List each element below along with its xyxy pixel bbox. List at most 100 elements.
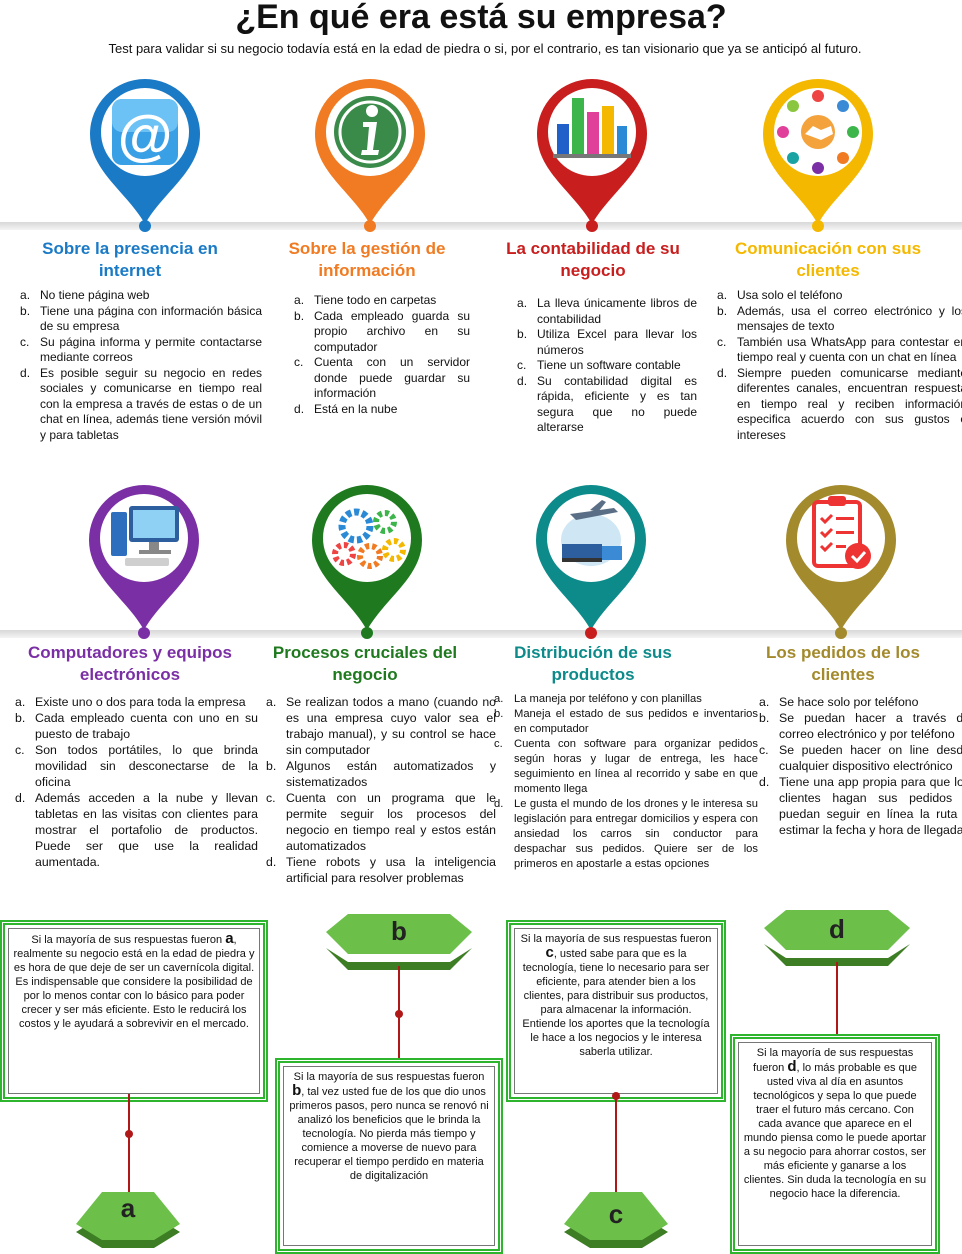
section-title-comunicacion: Comunicación con sus clientes	[734, 239, 922, 280]
timeline-dot-internet	[139, 220, 151, 232]
handshake-network-icon	[777, 90, 859, 174]
list-item: Tiene un software contable	[517, 358, 681, 373]
list-item: Se hace solo por teléfono	[759, 694, 919, 710]
result-text: , tal vez usted fue de los que dio unos …	[289, 1086, 489, 1182]
section-list-comunicacion: Usa solo el teléfono Además, usa el corr…	[717, 288, 962, 443]
list-item: Siempre pueden comunicarse mediante dife…	[717, 365, 962, 442]
pin-marker-comunicacion	[763, 79, 873, 224]
connector-line-a	[128, 1094, 130, 1194]
list-item: La maneja por teléfono y con planillas	[494, 692, 702, 707]
result-letter: b	[391, 916, 407, 946]
timeline-dot-procesos	[361, 627, 373, 639]
list-item: También usa WhatsApp para contestar en t…	[717, 334, 962, 365]
section-title-internet: Sobre la presencia en internet	[42, 239, 218, 280]
result-letter-inline: d	[787, 1058, 797, 1075]
list-item: Está en la nube	[294, 401, 398, 417]
hexagon-label-b: b	[326, 914, 472, 970]
list-item: Cuenta con un servidor donde puede guard…	[294, 355, 470, 400]
pin-marker-procesos	[312, 485, 422, 630]
section-title-informacion: Sobre la gestión de información	[288, 239, 446, 280]
timeline-dot-contabilidad	[586, 220, 598, 232]
pin-marker-informacion	[315, 79, 425, 224]
timeline-dot-informacion	[364, 220, 376, 232]
list-item: Tiene una app propia para que los client…	[759, 774, 962, 837]
connector-knot-a	[125, 1130, 133, 1138]
list-item: Utiliza Excel para llevar los números	[517, 327, 697, 357]
bar-chart-icon	[553, 98, 631, 158]
gears-icon	[332, 508, 406, 569]
pin-marker-computadores	[89, 485, 199, 630]
section-list-computadores: Existe uno o dos para toda la empresa Ca…	[15, 694, 258, 870]
hexagon-label-d: d	[764, 910, 910, 966]
list-item: Tiene robots y usa la inteligencia artif…	[266, 854, 496, 885]
list-item: Cuenta con software para organizar pedid…	[494, 737, 758, 795]
result-letter: a	[121, 1193, 136, 1223]
list-item: Se realizan todos a mano (cuando no es u…	[266, 694, 496, 757]
result-box-c: Si la mayoría de sus respuestas fueron c…	[514, 928, 718, 1094]
timeline-dot-computadores	[138, 627, 150, 639]
result-letter-inline: a	[225, 930, 234, 947]
hexagon-label-a: a	[76, 1192, 180, 1248]
connector-line-c	[615, 1094, 617, 1192]
connector-knot-c	[612, 1092, 620, 1100]
result-letter: c	[609, 1199, 623, 1229]
section-list-procesos: Se realizan todos a mano (cuando no es u…	[266, 694, 496, 886]
svg-text:@: @	[118, 103, 173, 166]
timeline-dot-distribucion	[585, 627, 597, 639]
result-text: Si la mayoría de sus respuestas fueron	[31, 934, 223, 946]
list-item: Además, usa el correo electrónico y los …	[717, 303, 962, 334]
timeline-dot-pedidos	[835, 627, 847, 639]
list-item: Algunos están automatizados y sistematiz…	[266, 758, 496, 789]
result-letter-inline: c	[545, 944, 554, 961]
connector-knot-d	[833, 1036, 841, 1044]
pin-marker-contabilidad	[537, 79, 647, 224]
connector-line-d	[836, 962, 838, 1042]
section-title-contabilidad: La contabilidad de su negocio	[506, 239, 680, 280]
list-item: Cada empleado cuenta con uno en su puest…	[15, 710, 258, 741]
list-item: Existe uno o dos para toda la empresa	[15, 694, 246, 710]
checklist-icon	[812, 496, 871, 569]
timeline-dot-comunicacion	[812, 220, 824, 232]
result-box-b: Si la mayoría de sus respuestas fueron b…	[283, 1066, 495, 1246]
at-sign-icon: @	[112, 99, 178, 166]
list-item: Se pueden hacer on line desde cualquier …	[759, 742, 962, 773]
result-letter: d	[829, 914, 845, 944]
pin-marker-internet: @	[90, 79, 200, 224]
result-text: , realmente su negocio está en la edad d…	[13, 934, 255, 1030]
section-list-distribucion: La maneja por teléfono y con planillas M…	[494, 692, 758, 872]
result-text: Si la mayoría de sus respuestas fueron	[753, 1047, 914, 1074]
list-item: Cuenta con un programa que le permite se…	[266, 790, 496, 853]
info-icon	[334, 96, 406, 168]
computer-icon	[111, 506, 179, 566]
list-item: La lleva únicamente libros de contabilid…	[517, 296, 697, 326]
section-list-informacion: Tiene todo en carpetas Cada empleado gua…	[294, 293, 470, 417]
hexagon-label-c: c	[564, 1192, 668, 1248]
section-title-procesos: Procesos cruciales del negocio	[272, 643, 458, 684]
section-title-pedidos: Los pedidos de los clientes	[766, 643, 920, 684]
list-item: Le gusta el mundo de los drones y le int…	[494, 797, 758, 870]
result-box-a: Si la mayoría de sus respuestas fueron a…	[8, 928, 260, 1094]
list-item: Se puedan hacer a través de correo elect…	[759, 710, 962, 741]
list-item: Es posible seguir su negocio en redes so…	[20, 365, 262, 442]
section-list-internet: No tiene página web Tiene una página con…	[20, 288, 262, 443]
list-item: Tiene todo en carpetas	[294, 293, 437, 308]
timeline-band-bottom	[0, 630, 962, 638]
page-title: ¿En qué era está su empresa?	[235, 0, 727, 36]
timeline-band-top	[0, 222, 962, 230]
section-list-pedidos: Se hace solo por teléfono Se puedan hace…	[759, 694, 962, 838]
list-item: No tiene página web	[20, 288, 150, 303]
pin-marker-distribucion	[536, 485, 646, 630]
list-item: Son todos portátiles, lo que brinda movi…	[15, 742, 258, 789]
section-list-contabilidad: La lleva únicamente libros de contabilid…	[517, 296, 697, 436]
list-item: Su contabilidad digital es rápida, efici…	[517, 373, 697, 435]
result-text: Si la mayoría de sus respuestas fueron	[293, 1071, 485, 1083]
list-item: Maneja el estado de sus pedidos e invent…	[494, 707, 758, 735]
section-title-computadores: Computadores y equipos electrónicos	[27, 643, 233, 684]
pin-marker-pedidos	[786, 485, 896, 630]
page-subtitle: Test para validar si su negocio todavía …	[108, 41, 862, 56]
result-letter-inline: b	[292, 1082, 302, 1099]
list-item: Además acceden a la nube y llevan tablet…	[15, 790, 258, 869]
result-text: , lo más probable es que usted viva al d…	[743, 1062, 927, 1200]
result-text: Si la mayoría de sus respuestas fueron	[520, 933, 712, 945]
list-item: Usa solo el teléfono	[717, 288, 843, 303]
